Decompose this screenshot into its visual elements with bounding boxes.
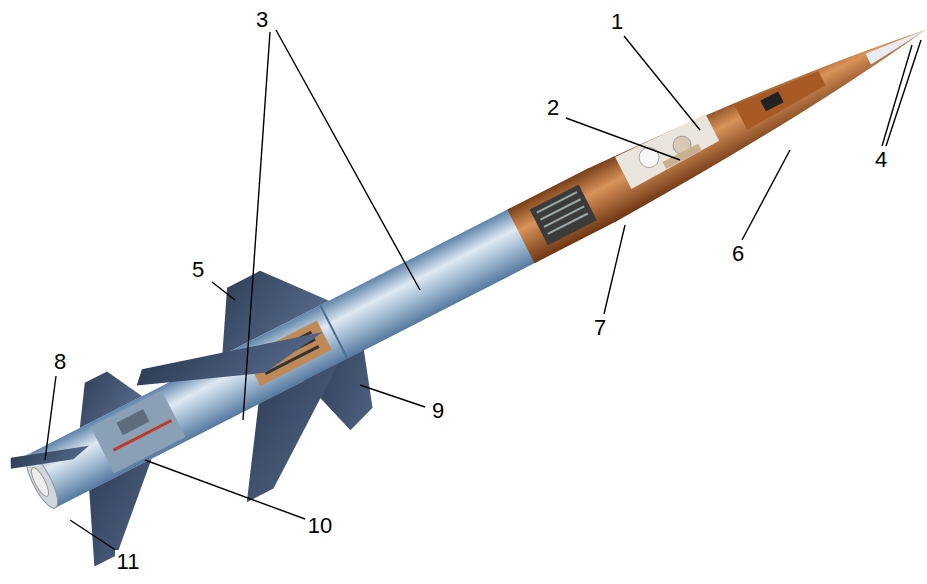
callout-number: 1: [609, 10, 625, 34]
callout-number: 6: [730, 242, 746, 266]
callout-number: 7: [592, 316, 608, 340]
callout-number: 4: [873, 148, 889, 172]
callout-number: 2: [545, 96, 561, 120]
callout-number: 9: [430, 399, 446, 423]
callout-number: 11: [115, 550, 142, 574]
leader-lines: [45, 30, 921, 553]
callout-number: 10: [306, 514, 334, 538]
callout-number: 8: [52, 350, 68, 374]
callout-number: 3: [254, 8, 270, 32]
callout-number: 5: [190, 258, 206, 282]
